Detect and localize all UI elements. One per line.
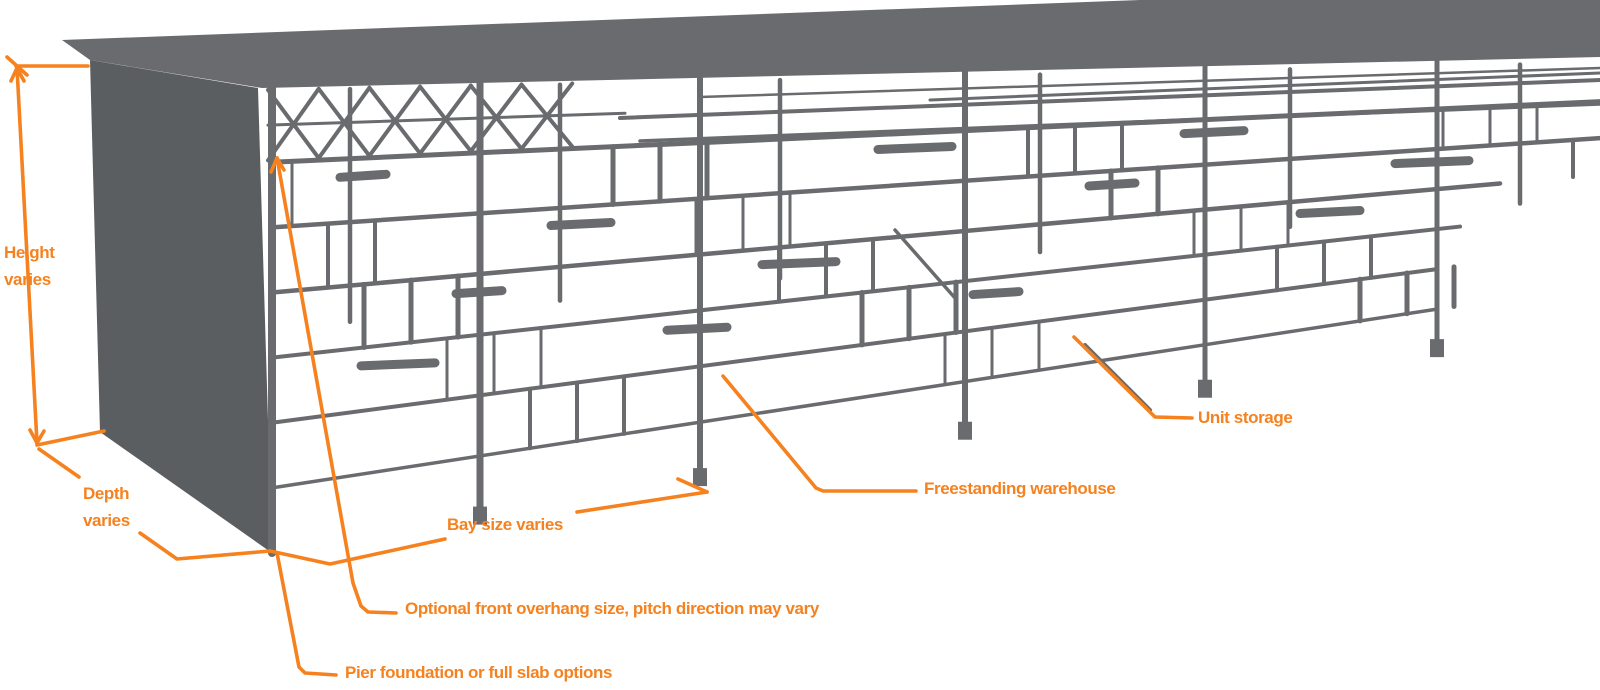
height-varies-label: Height varies bbox=[4, 239, 55, 293]
height-varies-line2: varies bbox=[4, 270, 51, 289]
depth-varies-line1: Depth bbox=[83, 484, 130, 503]
bay-size-varies-label: Bay size varies bbox=[447, 515, 563, 534]
end-wall bbox=[90, 60, 272, 553]
depth-varies-label: Depth varies bbox=[83, 480, 130, 534]
unit-storage-label: Unit storage bbox=[1198, 408, 1293, 427]
annotation-lines bbox=[5, 55, 1194, 677]
roof-canopy bbox=[62, 0, 1600, 99]
freestanding-warehouse-label: Freestanding warehouse bbox=[924, 479, 1116, 498]
height-varies-line1: Height bbox=[4, 243, 55, 262]
optional-front-overhang-label: Optional front overhang size, pitch dire… bbox=[405, 599, 819, 618]
frame-lines bbox=[266, 58, 1600, 557]
depth-varies-line2: varies bbox=[83, 511, 130, 530]
pier-foundation-label: Pier foundation or full slab options bbox=[345, 663, 613, 682]
